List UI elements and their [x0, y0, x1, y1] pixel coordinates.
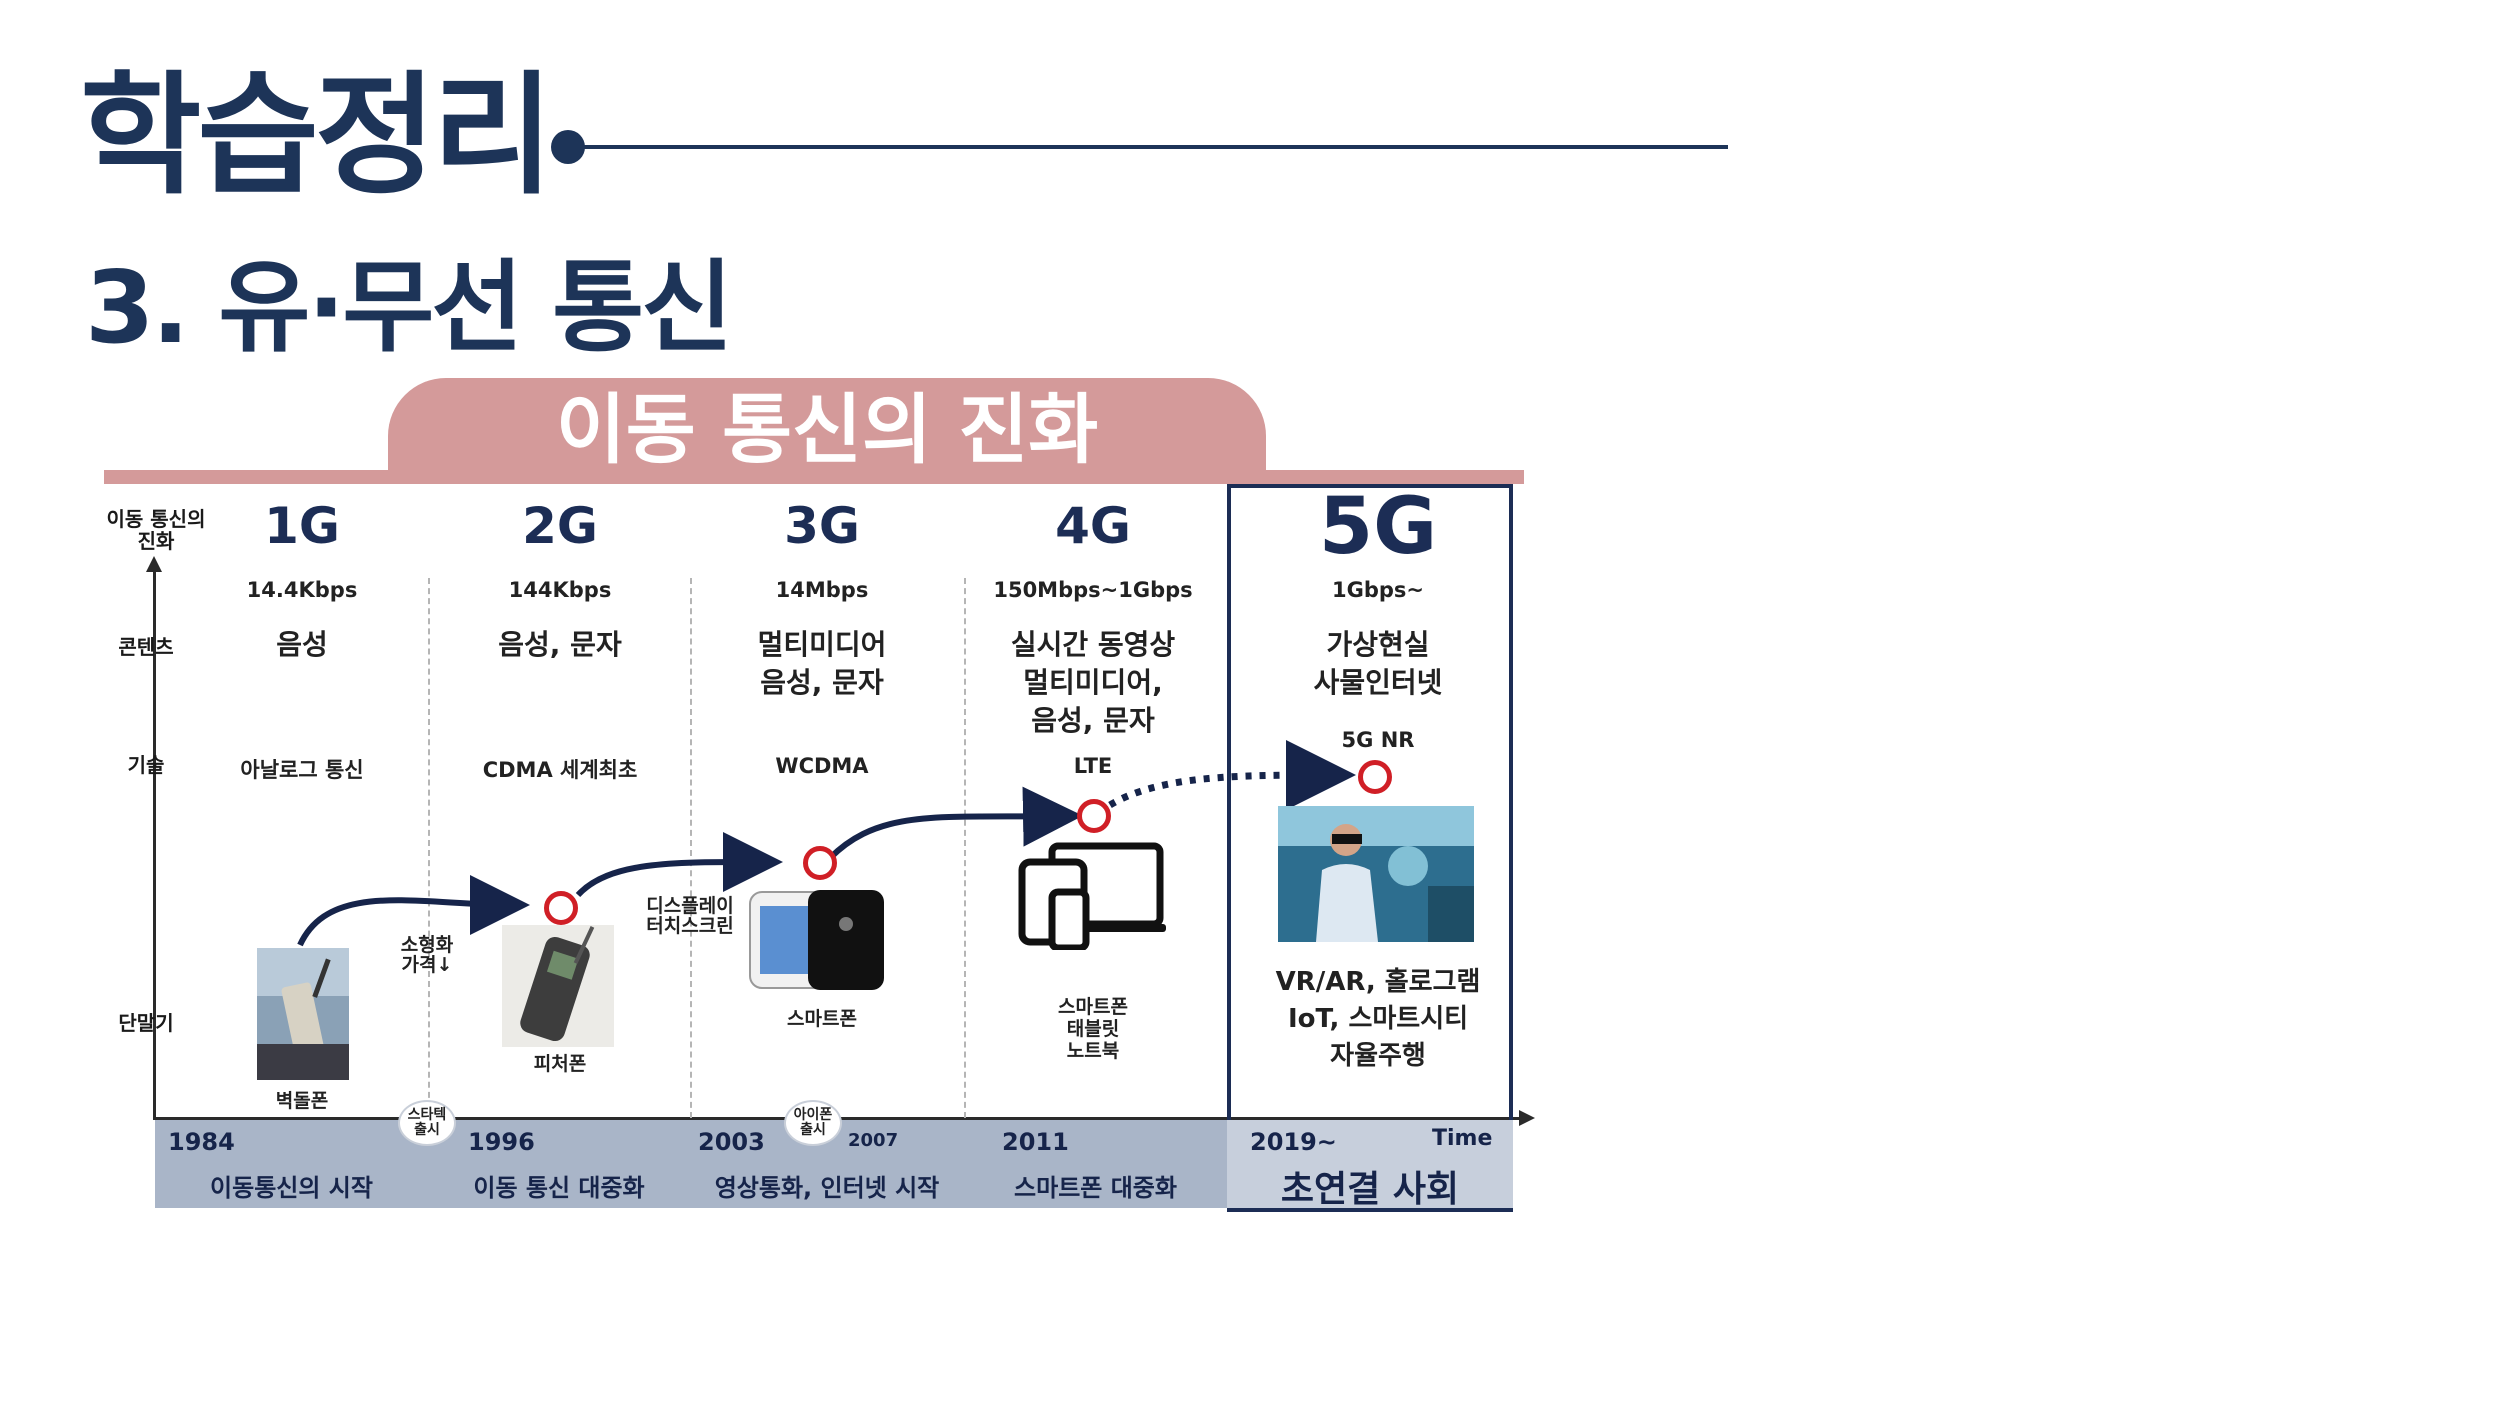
3g-marker	[803, 846, 837, 880]
era-label-2g: 이동 통신 대중화	[473, 1174, 645, 1202]
title-dot	[551, 130, 585, 164]
column-separator	[964, 578, 966, 1118]
brick-phone-image	[257, 948, 349, 1080]
speed-4g: 150Mbps~1Gbps	[993, 578, 1193, 602]
title-rule	[580, 145, 1728, 149]
time-axis-label: Time	[1432, 1126, 1493, 1151]
2g-marker	[544, 891, 578, 925]
tech-3g: WCDMA	[775, 754, 869, 778]
era-label-3g: 영상통화, 인터넷 시작	[714, 1174, 940, 1202]
year-3g-iphone: 2007	[848, 1130, 899, 1151]
banner-tab	[388, 378, 1266, 482]
speed-2g: 144Kbps	[508, 578, 612, 602]
x-axis-arrow	[1519, 1110, 1535, 1126]
column-separator	[428, 578, 430, 1118]
5g-highlight-box	[1227, 484, 1513, 1212]
era-band-4g	[964, 1120, 1227, 1208]
badge-startac: 스타텍 출시	[398, 1100, 456, 1146]
tech-1g: 아날로그 통신	[240, 758, 364, 782]
content-3g: 멀티미디어 음성, 문자	[757, 628, 887, 699]
content-5g: 가상현실 사물인터넷	[1313, 628, 1443, 699]
row-label-tech: 기술	[127, 753, 165, 777]
gen-1g: 1G	[264, 497, 340, 555]
device-4g: 스마트폰 태블릿 노트북	[1058, 996, 1128, 1062]
banner-bar	[104, 470, 1524, 484]
content-1g: 음성	[276, 628, 328, 661]
section-subtitle: 3. 유·무선 통신	[85, 249, 733, 366]
device-2g: 피처폰	[533, 1053, 587, 1075]
flip-phone-image	[502, 925, 614, 1047]
speed-5g: 1Gbps~	[1331, 578, 1424, 602]
tech-4g: LTE	[1073, 754, 1113, 778]
banner-title: 이동 통신의 진화	[555, 385, 1099, 474]
devices-icon	[1018, 842, 1166, 950]
device-3g: 스마트폰	[787, 1008, 857, 1030]
content-4g: 실시간 동영상 멀티미디어, 음성, 문자	[1010, 628, 1176, 737]
vr-person-image	[1278, 806, 1474, 942]
y-axis	[153, 568, 156, 1120]
gen-3g: 3G	[784, 497, 860, 555]
year-5g: 2019~	[1250, 1128, 1337, 1156]
tech-2g: CDMA 세계최초	[482, 758, 638, 782]
era-band-2g	[428, 1120, 690, 1208]
content-2g: 음성, 문자	[498, 628, 622, 661]
speed-3g: 14Mbps	[775, 578, 869, 602]
page-title: 학습정리	[80, 59, 554, 213]
year-3g: 2003	[698, 1128, 765, 1156]
device-5g: VR/AR, 홀로그램 IoT, 스마트시티 자율주행	[1275, 967, 1481, 1071]
gen-2g: 2G	[522, 497, 598, 555]
year-4g: 2011	[1002, 1128, 1069, 1156]
speed-1g: 14.4Kbps	[246, 578, 358, 602]
era-label-4g: 스마트폰 대중화	[1014, 1174, 1177, 1202]
row-label-device: 단말기	[118, 1011, 174, 1035]
badge-iphone: 아이폰 출시	[784, 1100, 842, 1146]
annotation-miniaturize: 소형화 가격↓	[400, 934, 454, 976]
era-band-1g	[155, 1120, 428, 1208]
4g-marker	[1077, 799, 1111, 833]
row-label-evolution: 이동 통신의 진화	[106, 507, 206, 553]
gen-4g: 4G	[1055, 497, 1131, 555]
device-1g: 벽돌폰	[275, 1090, 329, 1112]
gen-5g: 5G	[1318, 482, 1438, 572]
row-label-content: 콘텐츠	[118, 635, 174, 659]
year-1g: 1984	[168, 1128, 235, 1156]
y-axis-arrow	[146, 556, 162, 572]
era-label-5g: 초연결 사회	[1280, 1169, 1460, 1210]
era-band-5g	[1227, 1120, 1513, 1208]
column-separator	[690, 578, 692, 1118]
iphone-image	[749, 890, 884, 990]
5g-marker	[1358, 760, 1392, 794]
year-2g: 1996	[468, 1128, 535, 1156]
annotation-display: 디스플레이 터치스크린	[646, 895, 734, 937]
era-label-1g: 이동통신의 시작	[210, 1174, 373, 1202]
